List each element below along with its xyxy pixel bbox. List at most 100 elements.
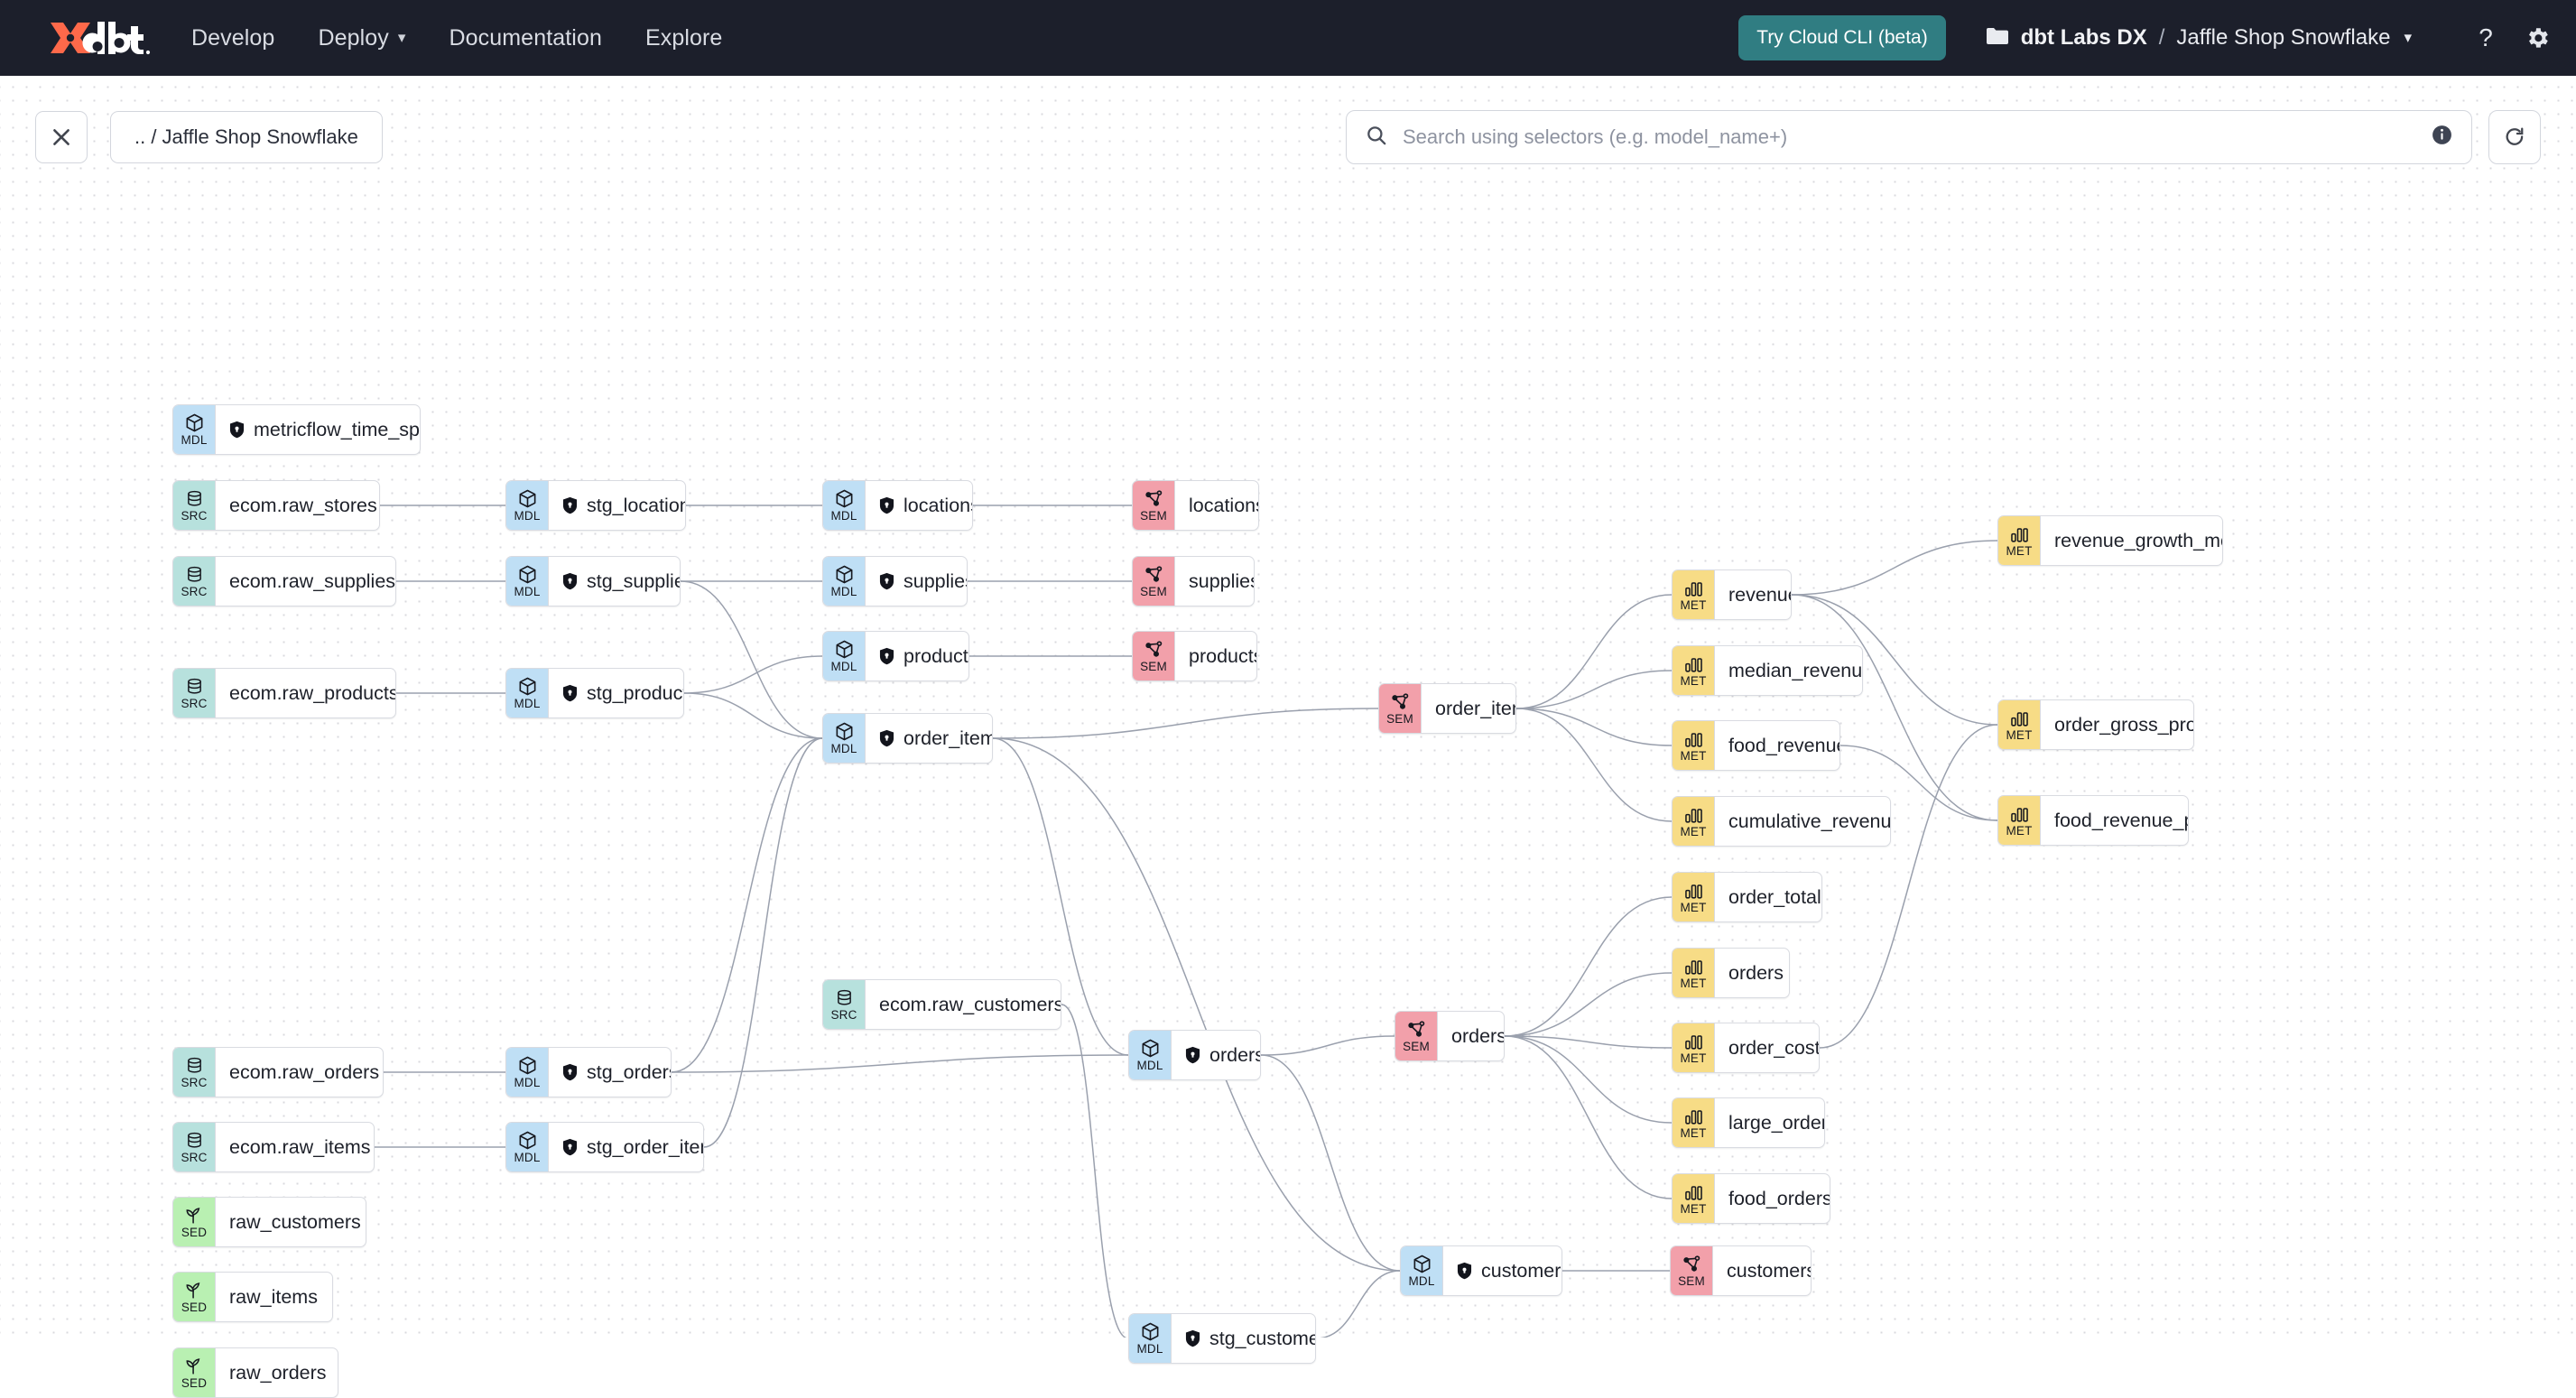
shield-icon [1185, 1046, 1200, 1064]
node-label: stg_order_items [587, 1135, 703, 1158]
node-body: locations [1175, 481, 1259, 530]
search-input[interactable] [1403, 125, 2431, 149]
nav-link-develop[interactable]: Develop [191, 25, 274, 51]
cube-icon [517, 1131, 538, 1151]
bar-chart-icon [1683, 579, 1704, 598]
shield-icon [879, 496, 894, 514]
cube-icon [184, 413, 205, 433]
database-icon [185, 1131, 204, 1151]
node-type-badge-sem: SEM [1133, 557, 1175, 606]
nav-link-deploy[interactable]: Deploy ▾ [318, 25, 405, 51]
search-bar[interactable] [1346, 110, 2472, 164]
bar-chart-icon [2009, 524, 2030, 544]
info-icon[interactable] [2431, 124, 2453, 151]
cube-icon [517, 565, 538, 585]
shield-icon [879, 647, 894, 665]
refresh-button[interactable] [2488, 110, 2541, 164]
try-cloud-cli-button[interactable]: Try Cloud CLI (beta) [1738, 15, 1946, 60]
node-type-badge-met: MET [1673, 873, 1715, 921]
node-body: stg_orders [549, 1048, 671, 1097]
shield-icon [562, 496, 578, 514]
node-type-badge-sem: SEM [1133, 481, 1175, 530]
nav-link-documentation[interactable]: Documentation [449, 25, 602, 51]
node-body: raw_items [216, 1273, 332, 1321]
node-body: cumulative_revenue [1715, 797, 1890, 846]
graph-node-stg_customers[interactable]: MDL stg_customers [1128, 1313, 1316, 1364]
nav-link-explore[interactable]: Explore [645, 25, 722, 51]
close-button[interactable] [35, 111, 88, 163]
node-type-label: MET [1680, 1051, 1707, 1065]
node-label: stg_customers [1209, 1327, 1315, 1349]
project-name: Jaffle Shop Snowflake [2176, 25, 2391, 50]
help-icon[interactable]: ? [2473, 24, 2498, 51]
node-type-badge-met: MET [1998, 516, 2041, 565]
graph-node-locations_sem[interactable]: SEM locations [1132, 480, 1259, 531]
node-body: orders [1715, 949, 1789, 997]
node-label: products [903, 644, 968, 667]
lineage-graph-canvas[interactable]: MDLmetricflow_time_spineSRCecom.raw_stor… [0, 76, 2576, 1398]
node-type-label: MDL [1136, 1341, 1163, 1356]
graph-node-products_mdl[interactable]: MDLproducts [822, 631, 969, 681]
node-type-badge-met: MET [1673, 1098, 1715, 1147]
graph-node-supplies_mdl[interactable]: MDLsupplies [822, 556, 968, 606]
node-type-badge-met: MET [1673, 721, 1715, 770]
dbt-logo[interactable] [45, 18, 152, 58]
node-type-label: MET [1680, 597, 1707, 612]
project-breadcrumb[interactable]: dbt Labs DX / Jaffle Shop Snowflake ▾ [1986, 25, 2412, 51]
node-body: food_revenue [1715, 721, 1839, 770]
node-body: products [1175, 632, 1256, 680]
node-type-badge-mdl: MDL [173, 405, 216, 454]
nav-link-explore-label: Explore [644, 24, 723, 51]
graph-node-revenue_met[interactable]: MET revenue [1672, 569, 1792, 620]
node-type-label: SEM [1140, 659, 1167, 673]
graph-node-products_sem[interactable]: SEM products [1132, 631, 1257, 681]
node-body: metricflow_time_spine [216, 405, 420, 454]
node-body: stg_locations [549, 481, 685, 530]
gear-icon[interactable] [2524, 24, 2551, 51]
node-label: ecom.raw_supplies [229, 569, 396, 592]
cube-icon [1140, 1322, 1161, 1342]
node-type-label: MDL [830, 741, 857, 755]
node-type-label: SRC [181, 1150, 208, 1164]
node-body: median_revenue [1715, 646, 1862, 695]
node-type-label: MET [2006, 823, 2033, 838]
breadcrumb-button[interactable]: .. / Jaffle Shop Snowflake [110, 111, 383, 163]
node-label: revenue [1728, 583, 1792, 606]
node-type-label: SEM [1140, 508, 1167, 523]
node-label: locations [1189, 494, 1259, 516]
